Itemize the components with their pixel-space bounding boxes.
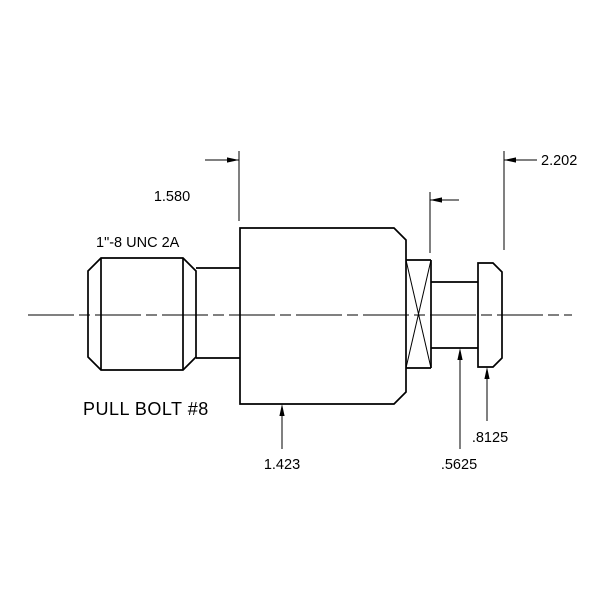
body-section — [239, 227, 407, 405]
arrowhead-left-icon — [430, 197, 442, 203]
arrowhead-up-icon — [484, 367, 490, 379]
dim-text-shank-length: 1.580 — [154, 189, 190, 205]
dim-text-head-diameter: .8125 — [472, 430, 508, 446]
thread-spec-label: 1"-8 UNC 2A — [96, 235, 180, 251]
dimension-body-diameter: 1.423 — [264, 404, 300, 473]
dim-text-body-diameter: 1.423 — [264, 457, 300, 473]
dimension-shank-length: 1.580 — [154, 151, 459, 253]
thread-section — [87, 257, 197, 371]
arrowhead-right-icon — [227, 157, 239, 163]
dim-text-groove-diameter: .5625 — [441, 457, 477, 473]
dim-text-overall-length: 2.202 — [541, 153, 577, 169]
head-section — [477, 262, 503, 368]
arrowhead-up-icon — [457, 348, 463, 360]
arrowhead-left-icon — [504, 157, 516, 163]
groove-cross-line-2 — [405, 259, 432, 369]
dimension-head-diameter: .8125 — [472, 367, 508, 446]
shank-section — [196, 267, 240, 359]
part-name-title: PULL BOLT #8 — [83, 399, 209, 419]
groove-section — [405, 259, 432, 369]
neck-section — [431, 281, 478, 349]
arrowhead-up-icon — [279, 404, 285, 416]
dimension-overall-length: 2.202 — [503, 151, 577, 250]
dimension-groove-diameter: .5625 — [441, 348, 477, 473]
